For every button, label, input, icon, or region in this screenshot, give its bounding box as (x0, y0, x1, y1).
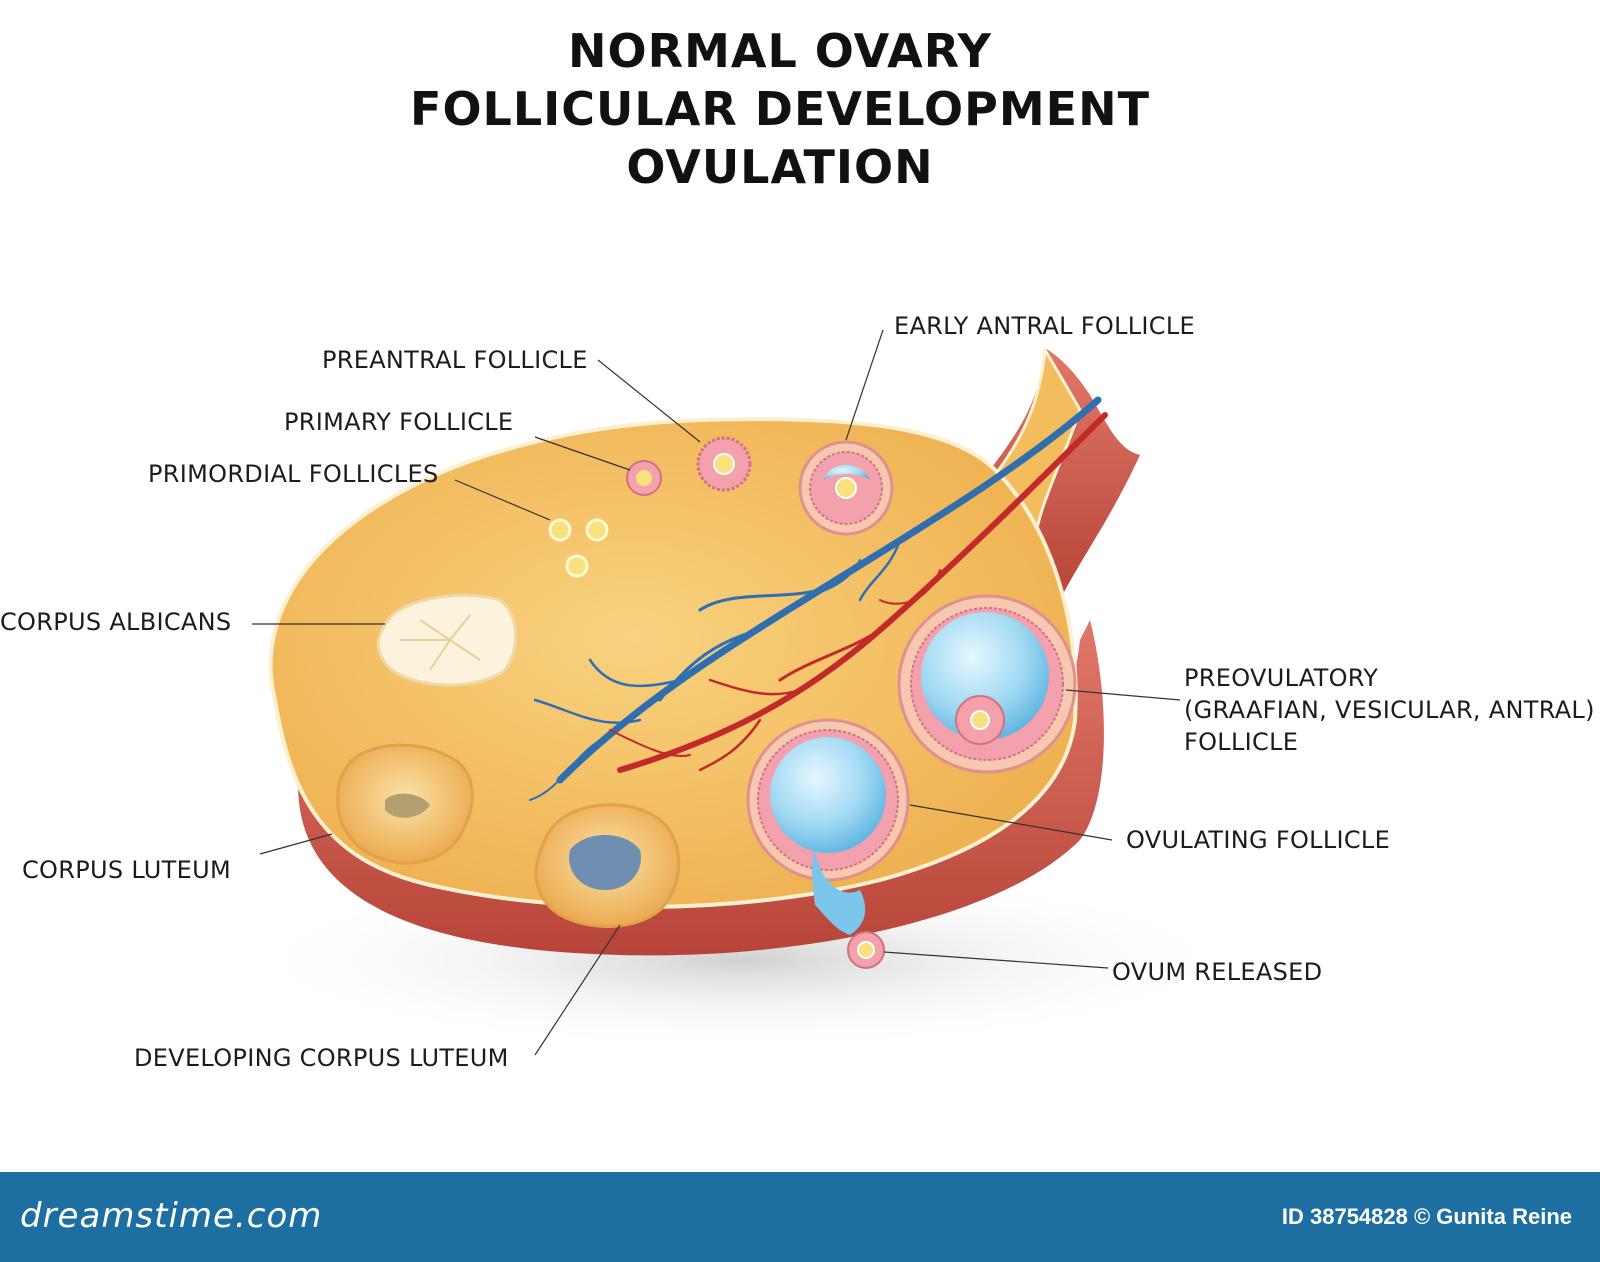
artery-vessels (609, 412, 1108, 773)
label-preovulatory-line-2: (GRAAFIAN, VESICULAR, ANTRAL) (1184, 696, 1595, 724)
early-antral-follicle (798, 440, 894, 536)
primordial-follicles (548, 518, 609, 578)
label-primordial-follicles: PRIMORDIAL FOLLICLES (148, 460, 439, 488)
developing-corpus-luteum (534, 803, 681, 928)
label-primary-follicle: PRIMARY FOLLICLE (284, 408, 514, 436)
vein-vessels (529, 396, 1102, 801)
image-credit: ID 38754828 © Gunita Reine (1281, 1204, 1572, 1229)
corpus-albicans (376, 593, 518, 687)
brand-logo-text: dreamstime.com (20, 1196, 323, 1236)
label-corpus-albicans: CORPUS ALBICANS (0, 608, 232, 636)
title-line-2: FOLLICULAR DEVELOPMENT (410, 82, 1150, 136)
preantral-follicle (696, 436, 752, 492)
label-developing-corpus-luteum: DEVELOPING CORPUS LUTEUM (134, 1044, 509, 1072)
label-preantral-follicle: PREANTRAL FOLLICLE (322, 346, 588, 374)
leader-lines (252, 329, 1181, 1056)
footer-bar: dreamstime.com ID 38754828 © Gunita Rein… (0, 1172, 1600, 1262)
label-corpus-luteum: CORPUS LUTEUM (22, 856, 231, 884)
ovary-diagram (240, 329, 1240, 1056)
label-early-antral-follicle: EARLY ANTRAL FOLLICLE (894, 312, 1195, 340)
preovulatory-follicle (897, 594, 1077, 774)
label-preovulatory-line-1: PREOVULATORY (1184, 664, 1379, 692)
label-preovulatory-line-3: FOLLICLE (1184, 728, 1299, 756)
corpus-luteum (336, 743, 474, 865)
ovum-released (847, 931, 885, 969)
label-ovum-released: OVUM RELEASED (1112, 958, 1323, 986)
title-line-3: OVULATION (626, 140, 934, 194)
title-line-1: NORMAL OVARY (568, 24, 992, 78)
label-ovulating-follicle: OVULATING FOLLICLE (1126, 826, 1391, 854)
ovulating-follicle (746, 718, 910, 935)
primary-follicle (626, 460, 662, 496)
